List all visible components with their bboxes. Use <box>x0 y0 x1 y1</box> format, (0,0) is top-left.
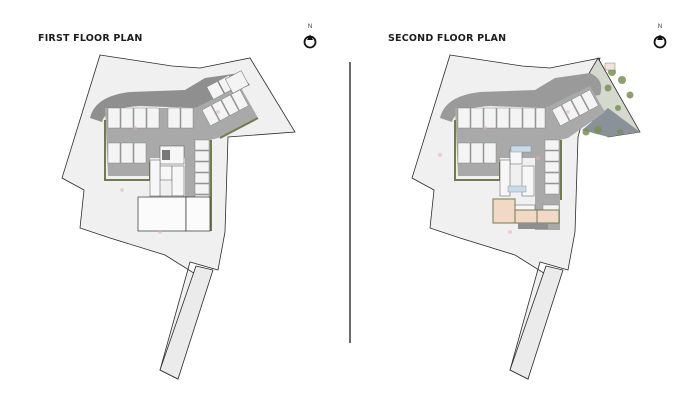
north-arrow-icon <box>653 34 667 49</box>
second-floor-title: SECOND FLOOR PLAN <box>388 33 507 44</box>
garden-pavilion <box>604 62 616 71</box>
first-floor-panel: FIRST FLOOR PLAN N <box>38 24 320 380</box>
site-markings <box>120 110 220 234</box>
residential-units <box>492 198 560 224</box>
parking-bays-north <box>107 107 194 164</box>
panel-divider <box>349 62 351 343</box>
site-markings <box>438 110 570 234</box>
corridor-strip <box>518 223 548 229</box>
north-arrow-icon <box>303 34 317 49</box>
parking-bays-arm <box>201 75 249 127</box>
second-floor-plan-drawing <box>411 54 641 380</box>
second-floor-panel: SECOND FLOOR PLAN N <box>350 0 700 407</box>
lift-shaft <box>162 150 170 160</box>
first-floor-title: FIRST FLOOR PLAN <box>38 33 143 44</box>
south-halls <box>137 196 211 232</box>
north-compass: N <box>300 24 320 52</box>
access-ramp <box>509 265 564 380</box>
lobby-south <box>507 185 527 193</box>
access-ramp <box>159 265 214 380</box>
north-label: N <box>657 24 663 30</box>
first-floor-plan-drawing <box>61 54 296 380</box>
parking-bays-arm <box>551 89 599 127</box>
stair-block <box>224 70 250 94</box>
north-compass: N <box>650 24 670 52</box>
hedge-border-arm <box>219 117 259 139</box>
lobby-north <box>510 145 532 153</box>
driveway <box>440 73 602 122</box>
parking-bays-north <box>457 107 546 164</box>
north-label: N <box>307 24 313 30</box>
